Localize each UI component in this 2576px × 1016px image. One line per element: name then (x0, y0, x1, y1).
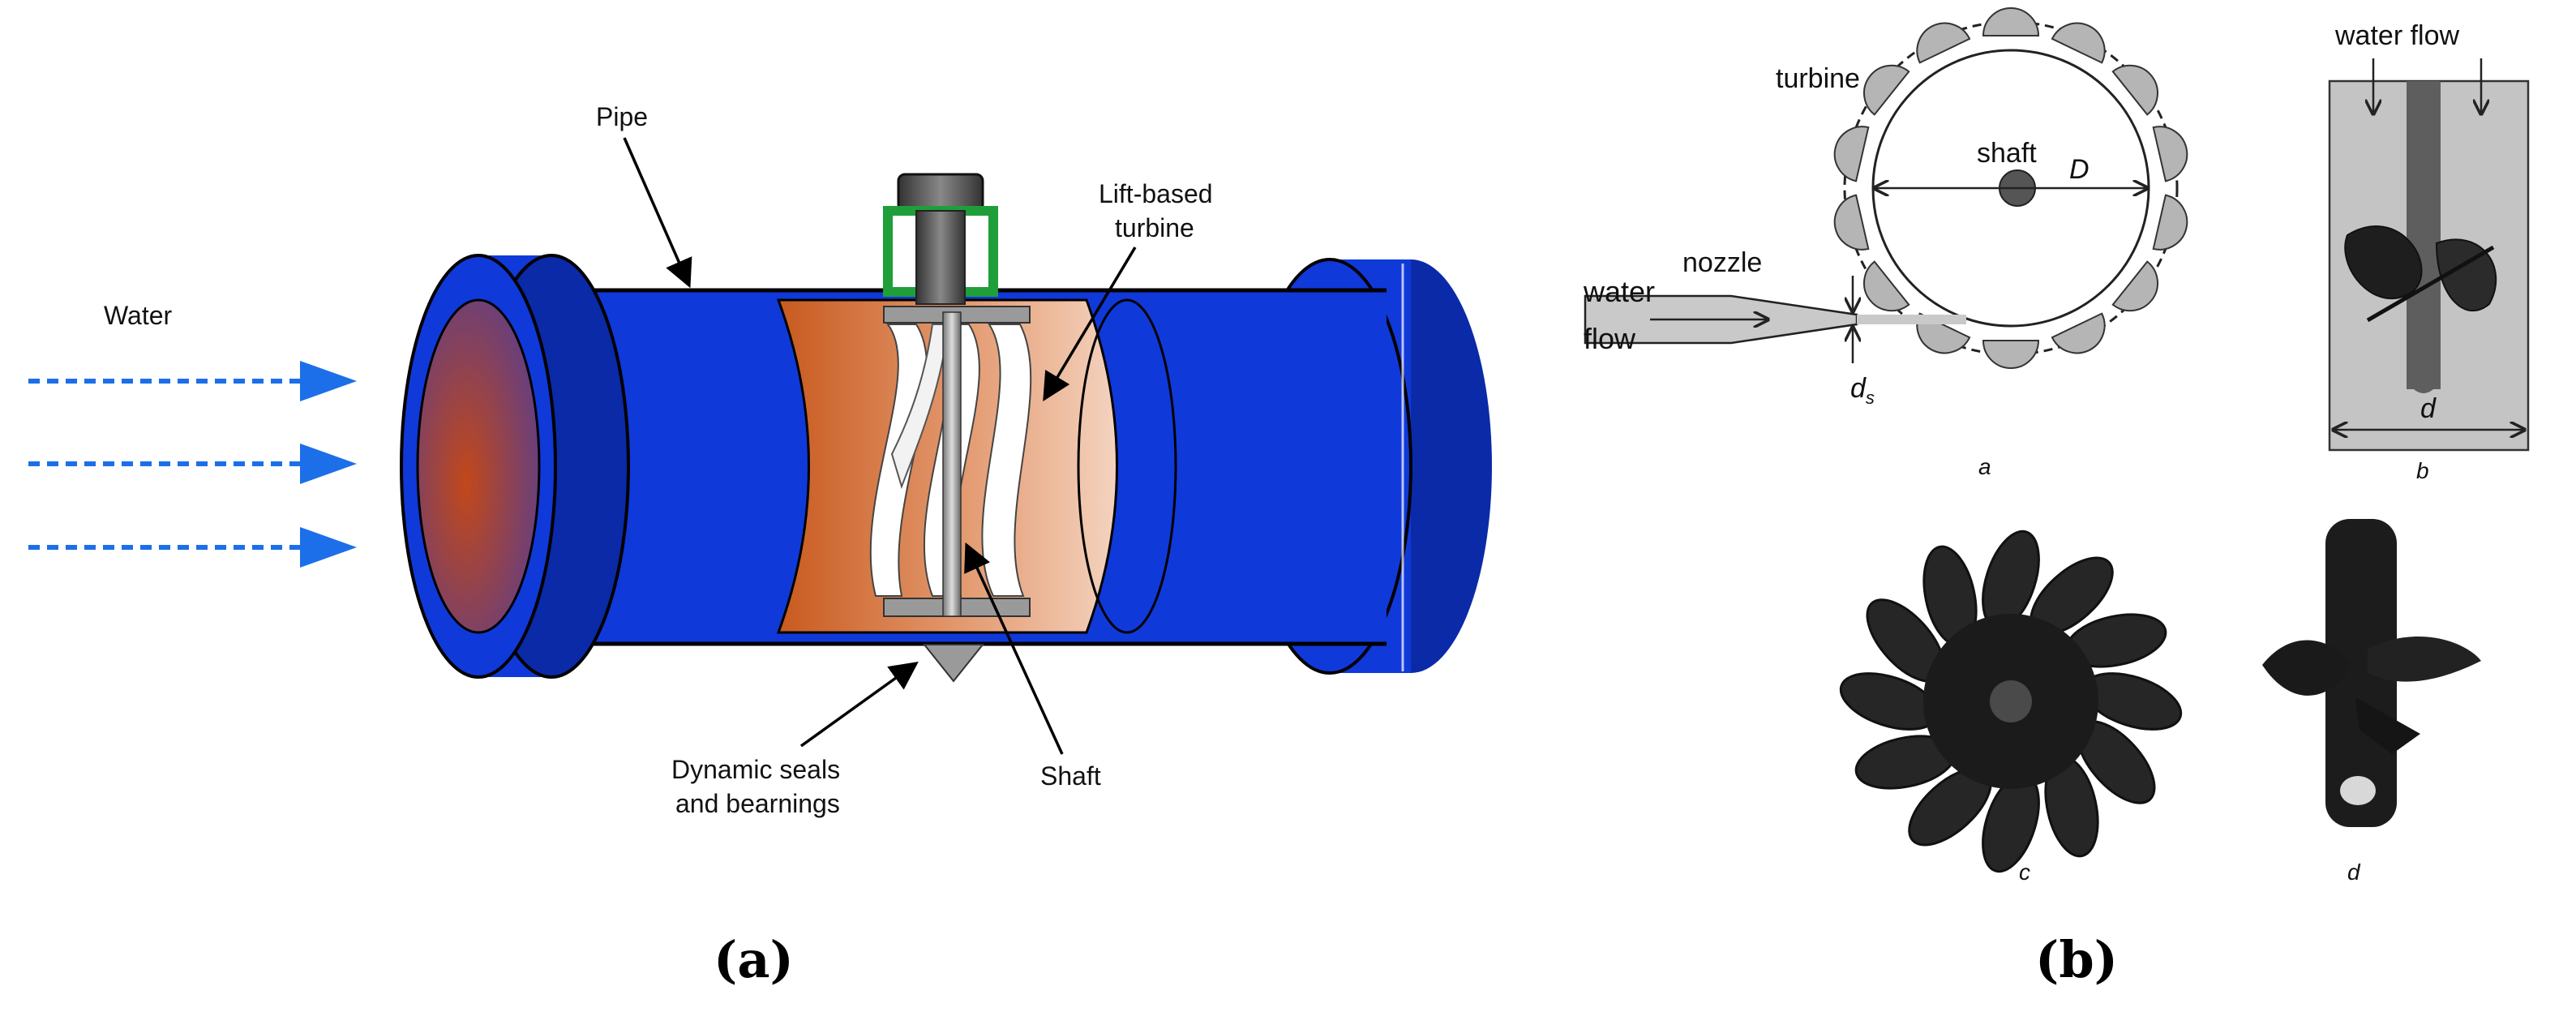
sub-a-label: a (1978, 454, 1991, 479)
turbine-bucket (1833, 126, 1870, 182)
shaft-label: Shaft (1040, 761, 1101, 791)
turbine-bucket (1863, 64, 1910, 116)
caption-a: (a) (714, 930, 794, 989)
turbine-bucket (1982, 340, 2040, 369)
subfigure-b: water flow d b (2328, 20, 2530, 483)
turbine-bucket (1863, 260, 1910, 312)
axial-photo-highlight (2340, 776, 2376, 805)
seals-callout (799, 661, 919, 748)
nozzle-text: nozzle (1682, 247, 1762, 278)
axial-shaft (2407, 81, 2441, 389)
subfigure-a: turbine shaft D nozzle water flow ds a (1583, 7, 2188, 479)
water-flow-text: water flow (2334, 20, 2459, 51)
turbine-blade (981, 324, 1032, 597)
pipe-callout (623, 137, 692, 289)
axial-photo-shaft (2325, 519, 2397, 827)
pipe-inlet-opening (416, 298, 541, 634)
turbine-bucket (1833, 194, 1870, 251)
seals-label-line1: Dynamic seals (671, 755, 840, 784)
axial-blade (2435, 238, 2497, 312)
subfigure-c-photo: c (1839, 529, 2183, 885)
motor-housing (897, 173, 984, 212)
turbine-callout (1043, 246, 1137, 402)
turbine-text: turbine (1776, 63, 1860, 94)
axial-blade (2344, 225, 2423, 299)
turbine-bucket (2152, 194, 2188, 251)
flow-arrowhead (300, 444, 357, 484)
axial-photo-blade (2262, 640, 2351, 696)
turbine-label-line1: Lift-based (1099, 179, 1213, 208)
cutaway-end-rim (1077, 298, 1177, 634)
impulse-runner-photo (1839, 529, 2183, 873)
ds-label: ds (1850, 373, 1875, 408)
water-label: Water (104, 301, 173, 330)
motor-coupling (915, 210, 966, 305)
seals-label-line2: and bearnings (675, 789, 840, 818)
diameter-D: D (2069, 154, 2090, 185)
flow-arrowhead (300, 527, 357, 568)
axial-blade-edge (2366, 245, 2495, 323)
turbine-bucket (1916, 22, 1971, 64)
shaft-rod (942, 311, 962, 617)
pipe-label: Pipe (596, 102, 648, 131)
axial-photo-blade (2355, 697, 2420, 754)
water-jet (1857, 315, 1966, 324)
turbine-dashed-circle (1843, 20, 2179, 356)
caption-b: (b) (2035, 930, 2118, 989)
shaft-callout (964, 542, 1064, 755)
turbine-bucket (2111, 64, 2158, 116)
flow-text: flow (1584, 322, 1636, 355)
runner-photo-bore (1990, 680, 2032, 722)
flow-arrowhead (300, 361, 357, 401)
turbine-bucket (2152, 126, 2188, 182)
shaft-text: shaft (1977, 138, 2037, 169)
turbine-bucket (2111, 260, 2158, 312)
panel-a: Water (28, 102, 1492, 989)
water-text: water (1583, 275, 1655, 308)
turbine-bucket (2051, 22, 2106, 64)
sub-d-label: d (2347, 860, 2361, 885)
turbine-bucket (1982, 7, 2040, 36)
subfigure-d-photo: d (2262, 519, 2481, 885)
diameter-d: d (2420, 393, 2437, 424)
axial-shaft-tip (2407, 381, 2441, 393)
generator (883, 173, 998, 305)
sub-b-label: b (2416, 458, 2429, 483)
sub-c-label: c (2019, 860, 2030, 885)
turbine-label-line2: turbine (1115, 213, 1194, 242)
turbine-bucket (2051, 312, 2106, 354)
water-flow-arrows (28, 361, 357, 568)
bearing-cone (922, 644, 985, 683)
panel-b: turbine shaft D nozzle water flow ds a (1583, 7, 2530, 989)
axial-photo-blade (2368, 636, 2481, 682)
